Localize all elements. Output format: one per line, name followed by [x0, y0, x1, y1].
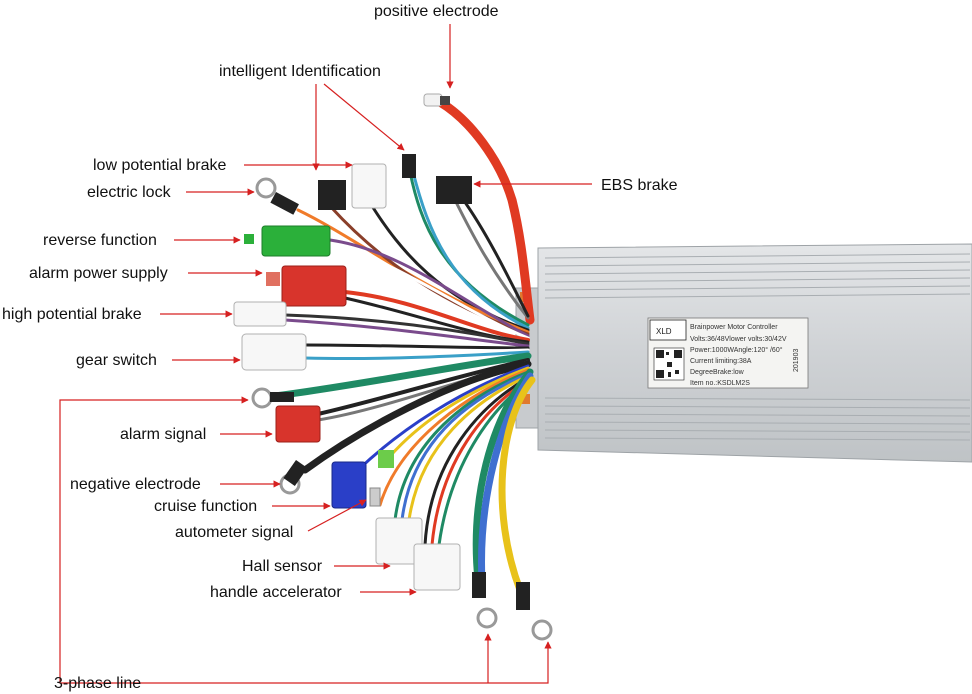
electric-lock-ring-terminal-icon: [255, 177, 299, 215]
label-positive-electrode: positive electrode: [374, 3, 499, 20]
callout-labels: positive electrode intelligent Identific…: [2, 3, 678, 692]
label-cruise-function: cruise function: [154, 498, 257, 515]
controller-sticker: XLD Brainpower Motor Controller Volts:36…: [647, 317, 809, 389]
alarm-signal-connector-icon: [275, 405, 321, 443]
label-reverse-function: reverse function: [43, 232, 157, 249]
label-autometer-signal: autometer signal: [175, 524, 293, 541]
label-ebs-brake: EBS brake: [601, 177, 678, 194]
negative-electrode-ring-terminal-icon: [279, 459, 308, 495]
wire-harness: [271, 97, 536, 594]
handle-accelerator-connector-icon: [413, 543, 461, 591]
sticker-line-2: Power:1000WAngle:120° /60°: [690, 346, 783, 354]
housing-fins: [544, 253, 971, 441]
label-3-phase-line: 3-phase line: [54, 675, 141, 692]
sticker-date: 201903: [793, 349, 800, 372]
ebs-brake-connector-icon: [436, 176, 472, 204]
label-handle-accelerator: handle accelerator: [210, 584, 342, 601]
label-low-potential-brake: low potential brake: [93, 157, 227, 174]
cruise-function-connector-icon: [331, 461, 367, 509]
autometer-signal-connector-icon: [369, 450, 394, 507]
sticker-title: Brainpower Motor Controller: [690, 324, 778, 331]
alarm-power-supply-connector-icon: [266, 265, 347, 307]
hall-sensor-connector-icon: [375, 517, 423, 565]
label-hall-sensor: Hall sensor: [242, 558, 323, 575]
intelligent-id-connector-icon: [402, 154, 416, 178]
label-alarm-power-supply: alarm power supply: [29, 265, 168, 282]
sticker-line-4: DegreeBrake:low: [690, 369, 745, 376]
connectors: [233, 93, 553, 641]
sticker-logo: XLD: [656, 327, 672, 336]
sticker-line-5: Item no.:KSDLM2S: [690, 380, 750, 387]
ring-terminal-icon: [251, 387, 294, 409]
qr-code-icon: [653, 347, 685, 381]
label-negative-electrode: negative electrode: [70, 476, 201, 493]
gear-switch-connector-icon: [241, 333, 307, 371]
callout-arrows: [59, 24, 592, 684]
label-alarm-signal: alarm signal: [120, 426, 206, 443]
sticker-line-3: Current limiting:38A: [690, 358, 752, 365]
label-high-potential-brake: high potential brake: [2, 306, 142, 323]
label-electric-lock: electric lock: [87, 184, 172, 201]
low-potential-brake-connector-icon: [351, 163, 387, 209]
phase-terminal-icon: [472, 572, 553, 641]
label-intelligent-identification: intelligent Identification: [219, 63, 381, 80]
positive-terminal-icon: [423, 93, 450, 107]
sticker-line-1: Volts:36/48Vlower volts:30/42V: [690, 336, 787, 343]
reverse-function-connector-icon: [244, 225, 331, 257]
electric-lock-connector-icon: [318, 180, 346, 210]
high-potential-brake-connector-icon: [233, 301, 287, 327]
label-gear-switch: gear switch: [76, 352, 157, 369]
